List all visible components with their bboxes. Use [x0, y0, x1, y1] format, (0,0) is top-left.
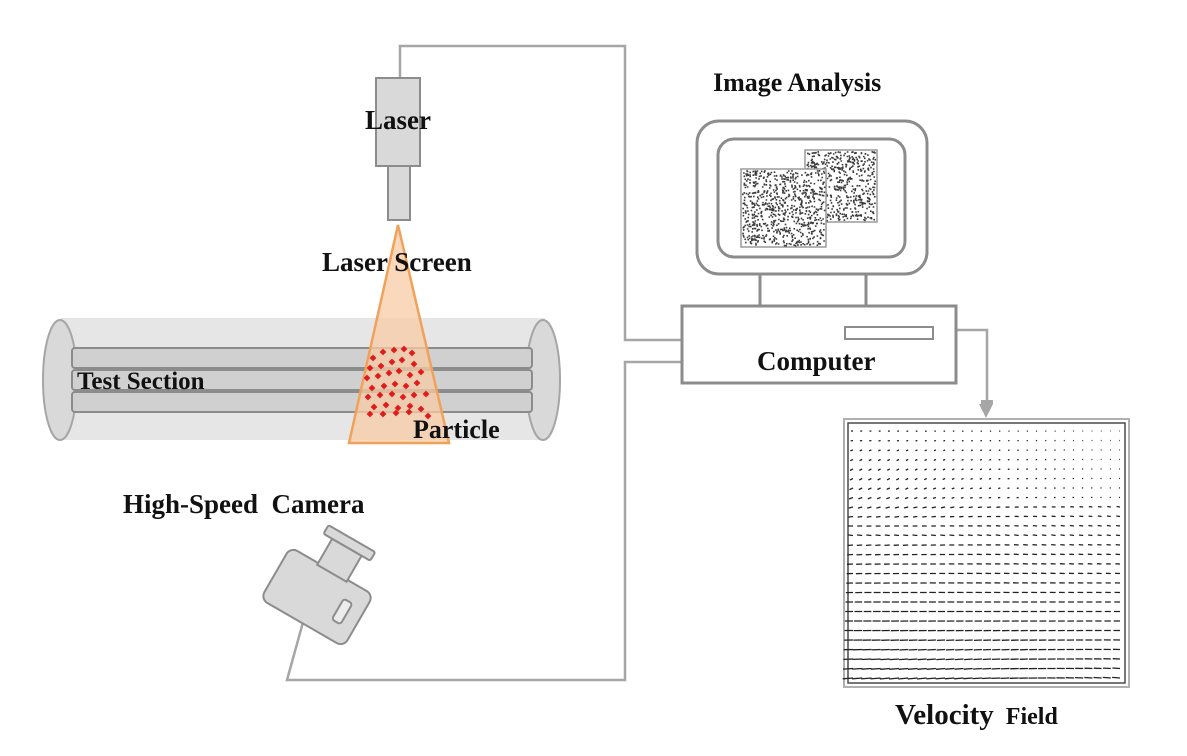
- particle-dot: [400, 345, 408, 353]
- particle-dot: [391, 380, 399, 388]
- computer-label: Computer: [757, 346, 875, 376]
- high-speed-camera-label: High-Speed Camera: [123, 489, 365, 519]
- camera-wire: [285, 360, 718, 682]
- particle-dot: [392, 409, 400, 417]
- particle-dot: [364, 393, 372, 401]
- laser-screen-label: Laser Screen: [322, 247, 472, 277]
- laser-wire: [398, 44, 718, 342]
- particle-dot: [394, 404, 402, 412]
- particle-cloud: [363, 345, 432, 420]
- test-section-label: Test Section: [77, 368, 205, 395]
- computer-case-icon: [680, 304, 958, 385]
- field-word: Field: [1006, 704, 1059, 730]
- particle-dot: [388, 390, 396, 398]
- velocity-word: Velocity: [895, 699, 994, 731]
- particle-dot: [402, 382, 410, 390]
- particle-dot: [395, 367, 403, 375]
- particle-label: Particle: [413, 415, 500, 444]
- image-analysis-title: Image Analysis: [713, 68, 881, 97]
- particle-dot: [376, 391, 384, 399]
- arrow-icon: [979, 400, 993, 418]
- particle-dot: [424, 412, 432, 420]
- laser-label: Laser: [365, 105, 431, 135]
- particle-dot: [369, 354, 377, 362]
- particle-dot: [405, 408, 413, 416]
- particle-dot: [406, 371, 414, 379]
- particle-dot: [408, 349, 416, 357]
- particle-dot: [370, 403, 378, 411]
- camera-icon: [262, 524, 376, 646]
- particle-dot: [363, 374, 371, 382]
- output-wire: [956, 328, 989, 405]
- particle-image-pair: [740, 149, 878, 248]
- particle-dot: [390, 346, 398, 354]
- particle-dot: [398, 356, 406, 364]
- particle-dot: [380, 382, 388, 390]
- signal-wires: [285, 44, 989, 682]
- velocity-field-plot: [842, 418, 1130, 688]
- particle-dot: [422, 390, 430, 398]
- particle-dot: [379, 348, 387, 356]
- particle-dot: [410, 391, 418, 399]
- particle-dot: [379, 410, 387, 418]
- disk-drive-slot: [844, 326, 934, 340]
- particle-dot: [413, 379, 421, 387]
- velocity-vectors: [842, 430, 1121, 680]
- particle-dot: [374, 372, 382, 380]
- particle-dot: [366, 364, 374, 372]
- particle-dot: [388, 358, 396, 366]
- particle-dot: [382, 401, 390, 409]
- particle-dot: [368, 384, 376, 392]
- particle-dot: [399, 393, 407, 401]
- particle-dot: [417, 405, 425, 413]
- particle-image-1: [740, 168, 827, 248]
- laser-device-icon: [375, 77, 421, 221]
- particle-dot: [410, 360, 418, 368]
- particle-dot: [417, 368, 425, 376]
- velocity-field-title: Velocity Field: [895, 699, 1058, 731]
- vector-arrows: [842, 430, 1121, 680]
- particle-dot: [366, 410, 374, 418]
- particle-dot: [385, 369, 393, 377]
- particle-dot: [406, 402, 414, 410]
- particle-dot: [377, 362, 385, 370]
